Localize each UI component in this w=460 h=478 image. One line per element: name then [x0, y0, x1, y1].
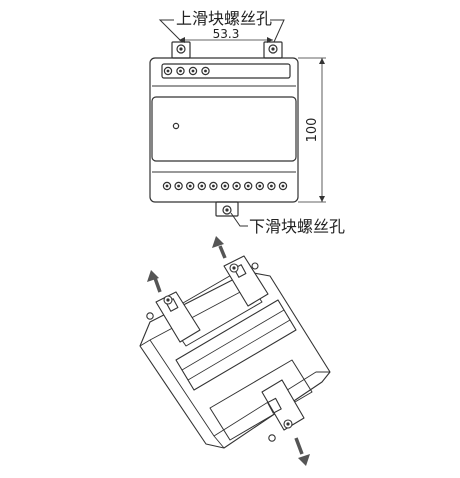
bottom-terminal-screw-9: [255, 181, 264, 191]
bottom-terminal-screw-center-1: [165, 184, 169, 188]
height-dimension-label: 100: [305, 118, 320, 143]
bottom-terminal-screw-7: [232, 181, 241, 191]
front-view: 上滑块螺丝孔 53.3 下滑块螺丝孔: [149, 9, 345, 236]
bottom-terminal-screw-6: [220, 181, 230, 191]
top-terminal-screw-center-4: [204, 69, 207, 73]
bottom-terminal-screw-center-9: [258, 184, 262, 188]
bottom-terminal-screw-11: [278, 181, 288, 191]
up-arrow-left: [147, 270, 162, 293]
top-slider-holes-label: 上滑块螺丝孔: [176, 9, 272, 28]
top-terminal-screw-1: [163, 66, 173, 76]
top-terminal-screw-4: [201, 66, 210, 76]
top-terminals: [163, 66, 210, 76]
bottom-terminal-screw-center-11: [281, 184, 285, 188]
bottom-terminal-screw-8: [243, 181, 253, 191]
top-terminal-screw-3: [188, 66, 198, 76]
bottom-terminals: [162, 181, 288, 191]
top-label-leader-right: [270, 19, 285, 43]
bottom-label-leader: [230, 212, 248, 227]
top-screw-hole-right: [268, 44, 278, 54]
bottom-terminal-screw-center-10: [270, 184, 273, 188]
bottom-terminal-screw-center-8: [246, 184, 250, 188]
bottom-terminal-screw-center-3: [188, 184, 192, 188]
iso-slider-bottom: [261, 379, 305, 431]
bottom-terminal-screw-10: [267, 181, 276, 191]
top-terminal-strip: [161, 63, 291, 79]
isometric-view: [139, 236, 331, 466]
top-terminal-screw-2: [176, 66, 185, 76]
bottom-terminal-screw-3: [185, 181, 195, 191]
bottom-terminal-screw-center-5: [212, 184, 215, 188]
down-arrow: [294, 437, 310, 466]
spacing-dimension-label: 53.3: [213, 27, 240, 41]
indicator-led: [172, 122, 180, 130]
bottom-slider: [215, 201, 239, 217]
front-panel: [151, 96, 297, 162]
top-label-leader-left: [158, 19, 183, 43]
bottom-terminal-screw-5: [209, 181, 218, 191]
bottom-terminal-screw-center-4: [200, 184, 204, 188]
device-body: [149, 57, 299, 203]
bottom-screw-hole: [222, 205, 232, 215]
up-arrow-right: [212, 236, 227, 259]
bottom-terminal-screw-1: [162, 181, 172, 191]
iso-bottom-terminal-block: [209, 359, 313, 441]
bottom-terminal-screw-center-2: [177, 184, 181, 188]
top-terminal-screw-center-3: [191, 69, 195, 73]
top-terminal-screw-center-2: [179, 69, 182, 73]
bottom-terminal-screw-center-6: [223, 184, 227, 188]
bottom-terminal-screw-2: [174, 181, 183, 191]
top-screw-hole-left: [176, 44, 186, 54]
bottom-slider-hole-label: 下滑块螺丝孔: [249, 217, 345, 236]
top-terminal-screw-center-1: [166, 69, 170, 73]
bottom-terminal-screw-4: [197, 181, 206, 191]
bottom-terminal-screw-center-7: [235, 184, 239, 188]
